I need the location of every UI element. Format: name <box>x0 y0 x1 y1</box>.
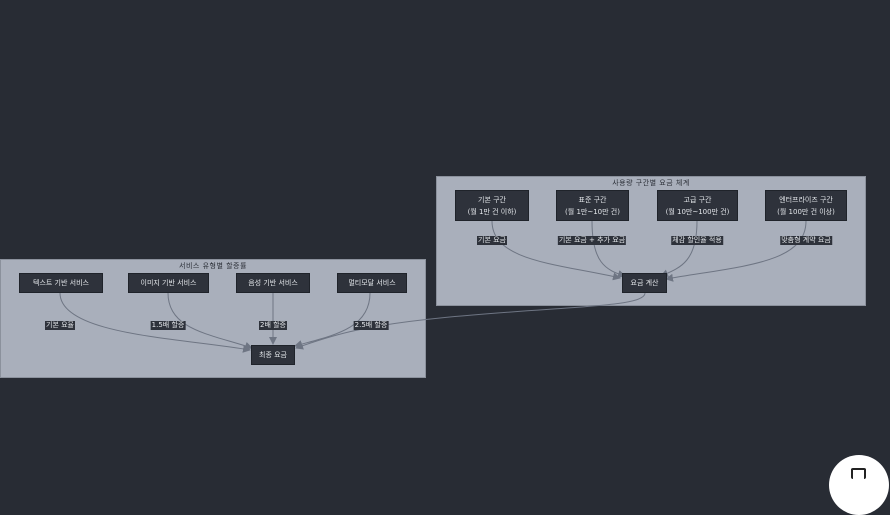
edge-label-enterprise: 맞춤형 계약 요금 <box>780 236 832 245</box>
edge-label-voice: 2배 할증 <box>259 321 287 330</box>
clipboard-icon <box>851 468 866 479</box>
node-final-fee-label: 최종 요금 <box>259 351 287 359</box>
node-multimodal-service: 멀티모달 서비스 <box>337 273 407 293</box>
node-enterprise-tier-line1: 엔터프라이즈 구간 <box>779 195 833 204</box>
service-type-group-title: 서비스 유형별 할증률 <box>179 262 247 270</box>
edge-image-to-final <box>167 292 253 350</box>
edge-label-text: 기본 요율 <box>45 321 75 330</box>
edge-label-premium: 체감 할인율 적용 <box>671 236 723 245</box>
edge-basic-to-calc <box>491 220 621 281</box>
edge-text-to-final <box>59 292 251 353</box>
node-premium-tier-line1: 고급 구간 <box>683 195 712 204</box>
edge-enterprise-to-calc <box>665 220 807 282</box>
edge-multimodal-to-final <box>294 292 371 348</box>
floating-action-button[interactable] <box>829 455 889 515</box>
node-standard-tier: 표준 구간 (월 1만~10만 건) <box>556 190 629 221</box>
node-voice-service-label: 음성 기반 서비스 <box>248 279 298 287</box>
node-voice-service: 음성 기반 서비스 <box>236 273 310 293</box>
node-standard-tier-line1: 표준 구간 <box>578 195 607 204</box>
node-multimodal-service-label: 멀티모달 서비스 <box>348 279 396 287</box>
edge-label-image: 1.5배 할증 <box>150 321 186 330</box>
node-basic-tier-line1: 기본 구간 <box>478 195 506 204</box>
node-text-service-label: 텍스트 기반 서비스 <box>33 279 89 287</box>
node-enterprise-tier-line2: (월 100만 건 이상) <box>777 207 835 216</box>
node-final-fee: 최종 요금 <box>251 345 295 365</box>
edge-label-standard: 기본 요금 + 추가 요금 <box>557 236 627 245</box>
usage-tier-group-title: 사용량 구간별 요금 체계 <box>612 179 690 187</box>
node-fee-calculation: 요금 계산 <box>622 273 667 293</box>
node-text-service: 텍스트 기반 서비스 <box>19 273 103 293</box>
node-premium-tier-line2: (월 10만~100만 건) <box>665 207 730 216</box>
edge-label-multimodal: 2.5배 할증 <box>353 321 389 330</box>
edge-premium-to-calc <box>660 220 698 277</box>
edges-layer <box>59 220 807 353</box>
node-basic-tier: 기본 구간 (월 1만 건 이하) <box>455 190 529 221</box>
node-basic-tier-line2: (월 1만 건 이하) <box>467 207 517 216</box>
edge-label-basic: 기본 요금 <box>477 236 507 245</box>
node-premium-tier: 고급 구간 (월 10만~100만 건) <box>657 190 738 221</box>
node-standard-tier-line2: (월 1만~10만 건) <box>565 207 620 216</box>
edge-calc-to-final <box>295 292 646 350</box>
node-enterprise-tier: 엔터프라이즈 구간 (월 100만 건 이상) <box>765 190 847 221</box>
node-image-service-label: 이미지 기반 서비스 <box>140 279 197 287</box>
node-image-service: 이미지 기반 서비스 <box>128 273 209 293</box>
edge-standard-to-calc <box>591 220 626 278</box>
node-fee-calculation-label: 요금 계산 <box>630 279 659 287</box>
